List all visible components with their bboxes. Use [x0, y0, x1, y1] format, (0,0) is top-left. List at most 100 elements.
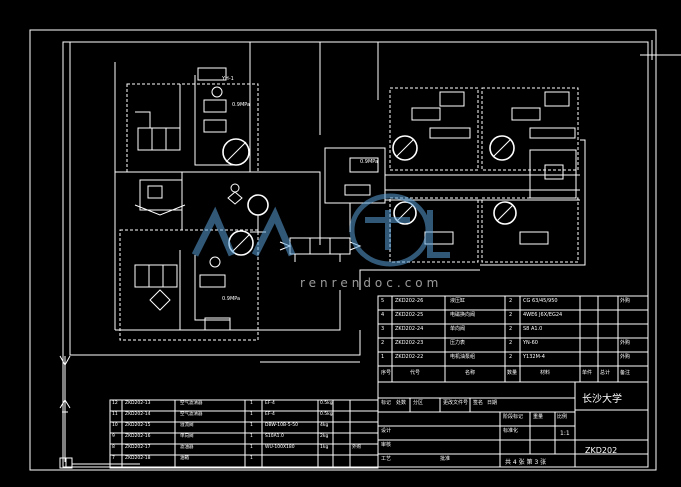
title-block-label: 日期 [487, 400, 498, 406]
svg-text:YH-1: YH-1 [221, 76, 234, 82]
bom-top-header: 材料 [540, 370, 551, 376]
bom-bottom-cell-weight: 0.5kg [320, 412, 333, 417]
title-block-label: 工艺 [381, 456, 392, 462]
bom-top-cell-code: ZKD202-24 [395, 326, 424, 332]
bom-bottom-cell-code: ZKD202-16 [125, 434, 151, 439]
bom-top-cell-qty: 2 [509, 312, 513, 318]
bom-top-cell-name: 压力表 [450, 340, 466, 346]
bom-bottom-cell-qty: 1 [250, 401, 253, 406]
title-block-label: 阶段标记 [503, 414, 524, 420]
bom-bottom-cell-weight: 1kg [320, 445, 329, 450]
bom-bottom-cell-weight: 2kg [320, 434, 329, 439]
title-block-label: 批准 [440, 456, 451, 462]
bom-bottom-cell-qty: 1 [250, 456, 253, 461]
university-name: 长沙大学 [582, 394, 622, 405]
bom-bottom-cell-weight: 4kg [320, 423, 329, 428]
bom-bottom-cell-qty: 1 [250, 412, 253, 417]
svg-text:0.9MPa: 0.9MPa [232, 102, 250, 108]
inner-frame [62, 41, 649, 468]
bom-bottom-cell-code: ZKD202-15 [125, 423, 151, 428]
pump-unit-top [126, 83, 259, 173]
bom-top-cell-name: 电磁换向阀 [450, 312, 476, 318]
bom-bottom-cell-code: ZKD202-13 [125, 401, 151, 406]
bom-top-header: 序号 [381, 370, 392, 376]
bom-top-cell-code: ZKD202-22 [395, 354, 424, 360]
bom-top-header: 总计 [600, 370, 611, 376]
bom-top-cell-material: YN-60 [523, 340, 538, 346]
bom-top-cell-no: 4 [381, 312, 385, 318]
bom-top-cell-material: CG 63/45/950 [523, 298, 558, 304]
bom-bottom-cell-weight: 0.5kg [320, 401, 333, 406]
bom-bottom-cell-name: 单向阀 [180, 434, 194, 439]
drawing-number: ZKD202 [585, 446, 618, 455]
scale-value: 1:1 [560, 430, 570, 437]
bom-top-cell-qty: 2 [509, 354, 513, 360]
title-block-label: 重量 [533, 414, 544, 420]
bom-top-cell-material: Y132M-4 [523, 354, 545, 360]
bom-top-cell-name: 电机油泵组 [450, 354, 476, 360]
watermark-logo [191, 193, 450, 267]
sheet-info: 共 4 张 第 3 张 [505, 459, 547, 466]
bom-top-cell-remark: 外购 [620, 340, 631, 346]
bom-top-header: 名称 [465, 370, 476, 376]
bom-bottom-cell-qty: 1 [250, 445, 253, 450]
bom-top-cell-qty: 2 [509, 340, 513, 346]
title-block-label: 分区 [413, 400, 424, 406]
bom-top-header: 代号 [410, 370, 421, 376]
bom-top-cell-code: ZKD202-26 [395, 298, 424, 304]
bom-bottom-cell-code: ZKD202-18 [125, 456, 151, 461]
bom-top-header: 单件 [582, 370, 593, 376]
bom-top-cell-code: ZKD202-25 [395, 312, 424, 318]
title-block-label: 设计 [381, 428, 392, 434]
bom-bottom-cell-no: 7 [112, 456, 115, 461]
bom-top-cell-no: 2 [381, 340, 385, 346]
bom-top-header: 备注 [620, 370, 631, 376]
title-block-label: 签名 [473, 400, 484, 406]
bom-bottom-cell-code: ZKD202-14 [125, 412, 151, 417]
bom-bottom-cell-material: DBW-10B-5-50 [265, 423, 298, 428]
bom-top-cell-name: 液压缸 [450, 298, 466, 304]
title-block-label: 比例 [557, 414, 568, 420]
svg-text:0.9MPa: 0.9MPa [222, 296, 240, 302]
bom-bottom-cell-no: 10 [112, 423, 118, 428]
bom-top-cell-qty: 2 [509, 326, 513, 332]
outer-frame [29, 29, 657, 471]
bom-bottom-cell-remark: 外购 [352, 445, 361, 450]
title-block-label: 处数 [396, 400, 407, 406]
title-block-label: 更改文件号 [443, 400, 469, 406]
bom-top-cell-name: 单向阀 [450, 326, 466, 332]
bom-table-bottom [109, 399, 379, 469]
bom-bottom-cell-name: 溢流阀 [180, 423, 194, 428]
bom-bottom-cell-material: EF-4 [265, 412, 275, 417]
bom-bottom-cell-material: S10A1.0 [265, 434, 284, 439]
bom-top-cell-material: 4WE6 J6X/EG24 [523, 312, 563, 318]
bom-bottom-cell-name: 空气滤清器 [180, 412, 203, 417]
bom-bottom-cell-qty: 1 [250, 434, 253, 439]
title-block-label: 审核 [381, 442, 392, 448]
bom-top-cell-no: 1 [381, 354, 385, 360]
bom-bottom-cell-name: 空气滤清器 [180, 401, 203, 406]
bom-bottom-cell-name: 油箱 [180, 456, 189, 461]
bom-top-cell-no: 5 [381, 298, 385, 304]
bom-bottom-cell-no: 9 [112, 434, 115, 439]
bom-top-cell-remark: 外购 [620, 298, 631, 304]
bom-bottom-cell-code: ZKD202-17 [125, 445, 151, 450]
bom-bottom-cell-material: EF-4 [265, 401, 275, 406]
bom-bottom-cell-no: 11 [112, 412, 118, 417]
bom-top-header: 数量 [507, 370, 518, 376]
bom-top-cell-no: 3 [381, 326, 385, 332]
bom-bottom-cell-name: 滤油器 [180, 445, 194, 450]
bom-table-top [377, 295, 649, 383]
bom-bottom-cell-material: WU-100X180 [265, 445, 295, 450]
pump-unit-bottom [119, 229, 259, 341]
bom-top-cell-material: S8 A1.0 [523, 326, 543, 332]
title-block-label: 标记 [381, 400, 392, 406]
bom-top-cell-remark: 外购 [620, 354, 631, 360]
bom-bottom-cell-no: 8 [112, 445, 115, 450]
bom-top-cell-code: ZKD202-23 [395, 340, 424, 346]
svg-text:0.9MPa: 0.9MPa [360, 159, 378, 165]
title-block-label: 标准化 [503, 428, 519, 434]
bom-bottom-cell-qty: 1 [250, 423, 253, 428]
